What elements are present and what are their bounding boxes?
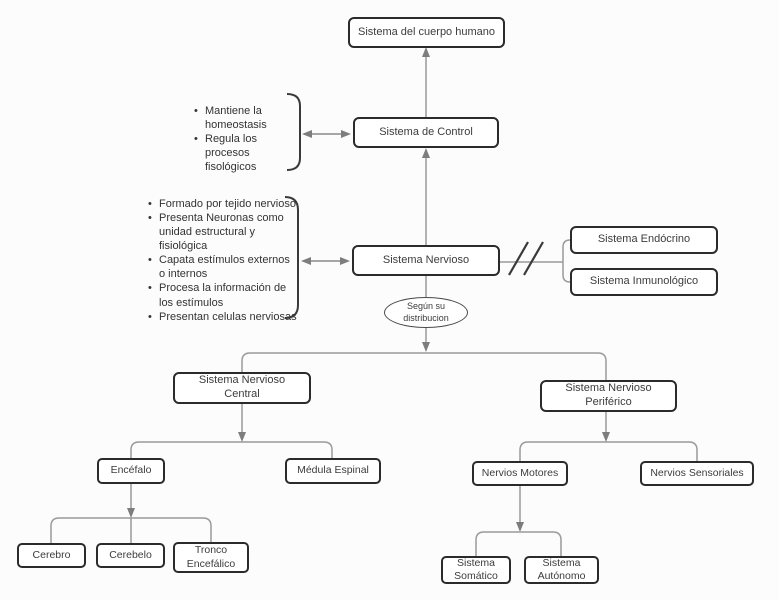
connector-control-to-cuerpo — [422, 47, 430, 117]
node-sistema-inmunologico: Sistema Inmunológico — [570, 268, 718, 296]
note-item: Procesa la información de los estímulos — [147, 281, 298, 309]
note-item: Regula los procesos fisológicos — [193, 132, 303, 174]
node-sistema-nervioso-central: Sistema Nervioso Central — [173, 372, 311, 404]
notes-sistema-de-control: Mantiene la homeostasis Regula los proce… — [193, 104, 303, 174]
node-tronco-encefalico: Tronco Encefálico — [173, 542, 249, 573]
node-sistema-somatico: Sistema Somático — [441, 556, 511, 584]
notes-sistema-nervioso: Formado por tejido nervioso Presenta Neu… — [147, 197, 298, 324]
note-item: Formado por tejido nervioso — [147, 197, 298, 211]
node-sistema-de-control: Sistema de Control — [353, 117, 499, 148]
break-slash-1 — [508, 241, 529, 276]
node-encefalo: Encéfalo — [97, 458, 165, 484]
node-medula-espinal: Médula Espinal — [285, 458, 381, 484]
node-sistema-nervioso: Sistema Nervioso — [352, 245, 500, 276]
node-sistema-autonomo: Sistema Autónomo — [524, 556, 599, 584]
node-sistema-del-cuerpo-humano: Sistema del cuerpo humano — [348, 17, 505, 48]
node-cerebelo: Cerebelo — [96, 543, 165, 568]
connector-nervioso-to-right-systems — [500, 239, 571, 283]
connector-motores-to-children — [475, 486, 562, 556]
node-nervios-motores: Nervios Motores — [472, 461, 568, 486]
note-item: Presentan celulas nerviosas — [147, 310, 298, 324]
note-item: Mantiene la homeostasis — [193, 104, 303, 132]
connector-nervioso-to-branch — [241, 275, 607, 380]
connector-snp-to-children — [519, 412, 698, 461]
decision-segun-su-distribucion: Según su distribucion — [384, 297, 468, 328]
node-cerebro: Cerebro — [17, 543, 86, 568]
connector-encefalo-to-children — [50, 484, 212, 543]
node-sistema-endocrino: Sistema Endócrino — [570, 226, 718, 254]
note-item: Capata estímulos externos o internos — [147, 253, 298, 281]
node-sistema-nervioso-periferico: Sistema Nervioso Periférico — [540, 380, 677, 412]
connector-notes-to-control — [302, 130, 351, 138]
note-item: Presenta Neuronas como unidad estructura… — [147, 211, 298, 253]
connector-nervioso-to-control — [422, 148, 430, 245]
connector-snc-to-children — [130, 404, 333, 458]
connector-notes-to-nervioso — [301, 257, 350, 265]
break-slash-2 — [523, 241, 544, 276]
node-nervios-sensoriales: Nervios Sensoriales — [640, 461, 754, 486]
